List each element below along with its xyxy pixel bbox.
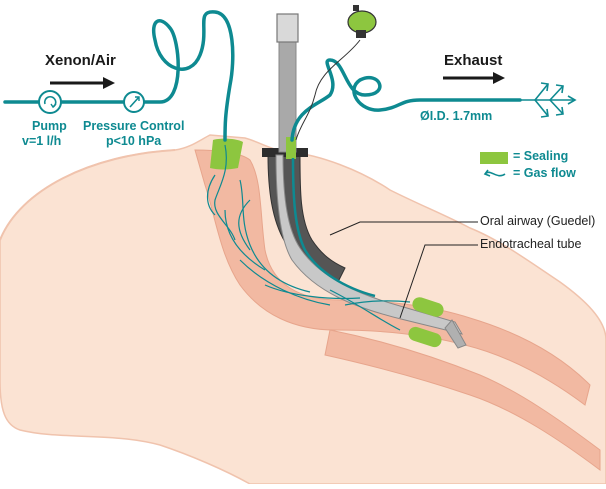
endotracheal-tube-connector <box>277 14 298 42</box>
legend-sealing-label: = Sealing <box>513 149 568 163</box>
pressure-gauge-icon <box>124 92 144 112</box>
exhaust-label: Exhaust <box>444 52 502 69</box>
exhaust-tubing <box>292 60 520 140</box>
legend-sealing-swatch <box>480 152 508 164</box>
pump-icon <box>39 91 61 113</box>
inlet-arrow-icon <box>50 77 115 89</box>
pressure-control-label: Pressure Control <box>83 119 184 133</box>
pump-rate-label: v=1 l/h <box>22 134 61 148</box>
pressure-value-label: p<10 hPa <box>106 134 161 148</box>
exhaust-arrow-icon <box>443 72 505 84</box>
endotracheal-tube-label: Endotracheal tube <box>480 237 581 251</box>
legend-gasflow-label: = Gas flow <box>513 166 576 180</box>
balloon-pilot-icon <box>296 5 376 140</box>
pump-label: Pump <box>32 119 67 133</box>
oral-airway-label: Oral airway (Guedel) <box>480 214 595 228</box>
exhaust-arrows-icon <box>520 83 575 117</box>
inlet-label: Xenon/Air <box>45 52 116 69</box>
tube-diameter-label: ØI.D. 1.7mm <box>420 109 492 123</box>
legend-gasflow-icon <box>485 170 505 176</box>
